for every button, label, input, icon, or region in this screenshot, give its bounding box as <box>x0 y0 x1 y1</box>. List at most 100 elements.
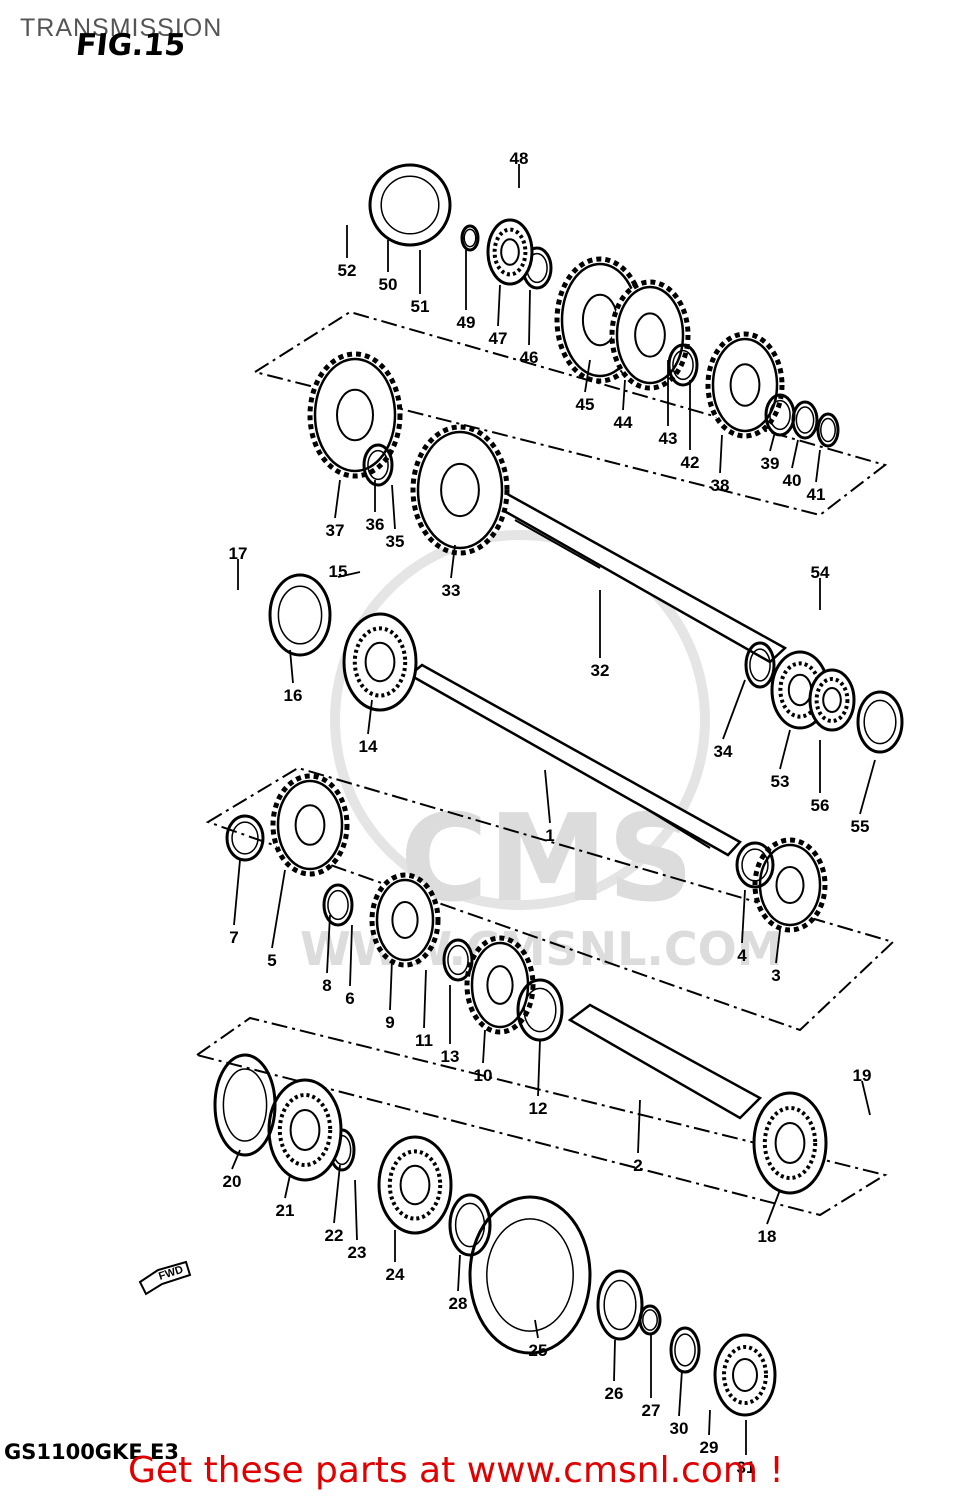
leader-44 <box>622 379 626 411</box>
part-callouts: 1234567891011121314151617181920212223242… <box>223 149 872 1477</box>
ring-inner <box>769 399 791 431</box>
ring-outer <box>368 163 452 247</box>
callout-18: 18 <box>758 1227 777 1246</box>
callout-34: 34 <box>714 742 733 761</box>
bearing-inner <box>732 1358 758 1392</box>
bearing-part <box>752 1091 828 1195</box>
callout-17: 17 <box>229 544 248 563</box>
ring-part <box>667 343 699 387</box>
callout-7: 7 <box>229 928 238 947</box>
ring-part <box>225 814 265 862</box>
main-shaft-spline <box>639 804 711 849</box>
ring-inner <box>463 228 477 248</box>
bearing-balls <box>722 1345 768 1405</box>
leader-33 <box>450 544 456 579</box>
callout-40: 40 <box>783 471 802 490</box>
callout-43: 43 <box>659 429 678 448</box>
ring-inner <box>380 175 440 235</box>
gear-hub <box>294 804 326 846</box>
ring-outer <box>225 814 265 862</box>
leader-47 <box>497 284 501 327</box>
footer-link[interactable]: www.cmsnl.com <box>466 1450 758 1491</box>
bearing-balls <box>762 1106 818 1180</box>
callout-55: 55 <box>851 817 870 836</box>
leader-37 <box>334 479 341 519</box>
ring-part <box>516 978 564 1042</box>
gear-part <box>752 837 828 933</box>
figure-label: FIG.15 <box>74 28 188 63</box>
leader-2 <box>637 1099 641 1154</box>
bearing-inner <box>774 1122 806 1164</box>
callout-49: 49 <box>457 313 476 332</box>
ring-part <box>744 641 776 689</box>
ring-inner <box>454 1202 486 1248</box>
ring-outer <box>460 224 480 252</box>
leader-55 <box>859 759 876 815</box>
callout-3: 3 <box>771 966 780 985</box>
leader-18 <box>766 1189 781 1225</box>
ring-part <box>669 1326 701 1374</box>
leader-8 <box>326 914 331 974</box>
callout-13: 13 <box>441 1047 460 1066</box>
leader-1 <box>544 769 551 824</box>
footer-prefix: Get these parts at <box>128 1450 467 1491</box>
drive-shaft-sleeve <box>567 1003 763 1120</box>
callout-20: 20 <box>223 1172 242 1191</box>
leader-22 <box>333 1164 341 1224</box>
ring-outer <box>322 883 354 927</box>
ring-outer <box>468 1195 592 1355</box>
callout-9: 9 <box>385 1013 394 1032</box>
ring-inner <box>231 821 259 855</box>
callout-54: 54 <box>811 563 830 582</box>
ring-outer <box>268 573 332 657</box>
leader-11 <box>423 969 427 1029</box>
ring-part <box>735 841 775 889</box>
ring-part <box>856 690 904 754</box>
callout-23: 23 <box>348 1243 367 1262</box>
ring-part <box>460 224 480 252</box>
leader-29 <box>708 1409 711 1436</box>
ring-part <box>764 393 796 437</box>
ring-inner <box>863 699 897 745</box>
leader-23 <box>354 1179 358 1241</box>
callout-5: 5 <box>267 951 276 970</box>
callout-30: 30 <box>670 1419 689 1438</box>
gear-hub <box>486 965 514 1005</box>
ring-inner <box>327 889 349 921</box>
callout-16: 16 <box>284 686 303 705</box>
gear-hub <box>581 293 619 347</box>
leader-40 <box>791 439 799 469</box>
bearing-balls <box>387 1149 443 1221</box>
ring-inner <box>603 1279 637 1331</box>
gear-hub <box>336 388 374 442</box>
callout-26: 26 <box>605 1384 624 1403</box>
callout-8: 8 <box>322 976 331 995</box>
footer-suffix: ! <box>757 1450 784 1491</box>
gear-hub <box>440 462 480 518</box>
callout-31: 31 <box>737 1458 756 1477</box>
model-code: GS1100GKE E3 <box>4 1440 179 1464</box>
bearing-part <box>808 668 856 732</box>
group-outlines <box>194 310 895 1217</box>
ring-outer <box>596 1269 644 1341</box>
gear-part <box>270 773 350 877</box>
gear-hub <box>775 866 805 904</box>
ring-inner <box>820 417 836 443</box>
leader-19 <box>861 1080 871 1116</box>
leader-5 <box>271 869 286 949</box>
callout-1: 1 <box>545 826 554 845</box>
gear-hub <box>634 312 666 358</box>
callout-29: 29 <box>700 1438 719 1457</box>
ring-outer <box>856 690 904 754</box>
callout-33: 33 <box>442 581 461 600</box>
callout-35: 35 <box>386 532 405 551</box>
bearing-balls <box>492 227 528 277</box>
gear-part <box>705 331 785 439</box>
callout-25: 25 <box>529 1341 548 1360</box>
ring-part <box>213 1053 277 1157</box>
callout-38: 38 <box>711 476 730 495</box>
callout-2: 2 <box>633 1156 642 1175</box>
bearing-inner <box>787 673 813 707</box>
